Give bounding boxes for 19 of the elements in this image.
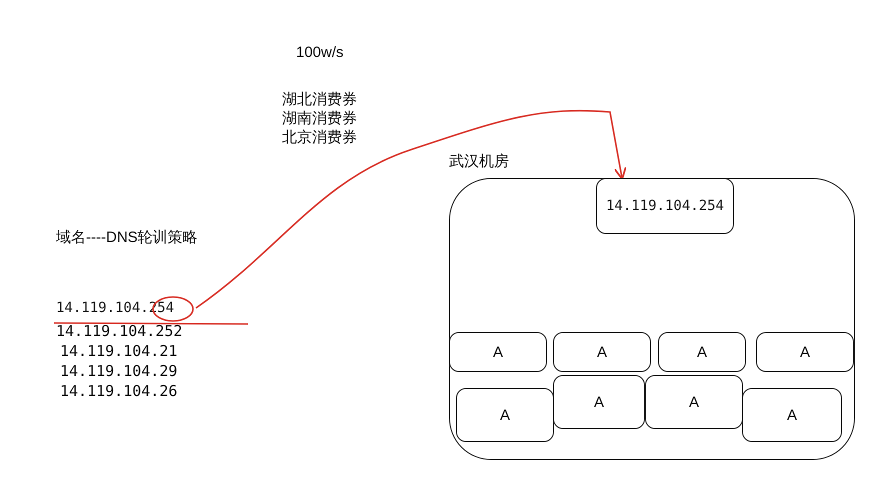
room-title: 武汉机房 <box>449 152 509 171</box>
ip-address-text: 14.119.104.29 <box>60 362 178 380</box>
server-box: A <box>456 388 554 442</box>
server-box: 14.119.104.254 <box>596 178 734 234</box>
ip-address-text: 14.119.104.21 <box>60 342 178 360</box>
server-box: A <box>645 375 743 429</box>
ip-address-text: 14.119.104.26 <box>60 382 178 400</box>
server-box: A <box>742 388 842 442</box>
arrow <box>196 110 627 309</box>
server-box: A <box>553 375 645 429</box>
coupon-text: 湖南消费券 <box>282 109 357 128</box>
server-box: A <box>658 332 746 372</box>
dns-note: 域名----DNS轮训策略 <box>56 228 198 247</box>
server-box: A <box>756 332 854 372</box>
coupon-text: 北京消费券 <box>282 128 357 147</box>
server-box: A <box>553 332 651 372</box>
server-box: A <box>449 332 547 372</box>
coupon-text: 湖北消费券 <box>282 90 357 109</box>
rate-note: 100w/s <box>296 44 344 61</box>
